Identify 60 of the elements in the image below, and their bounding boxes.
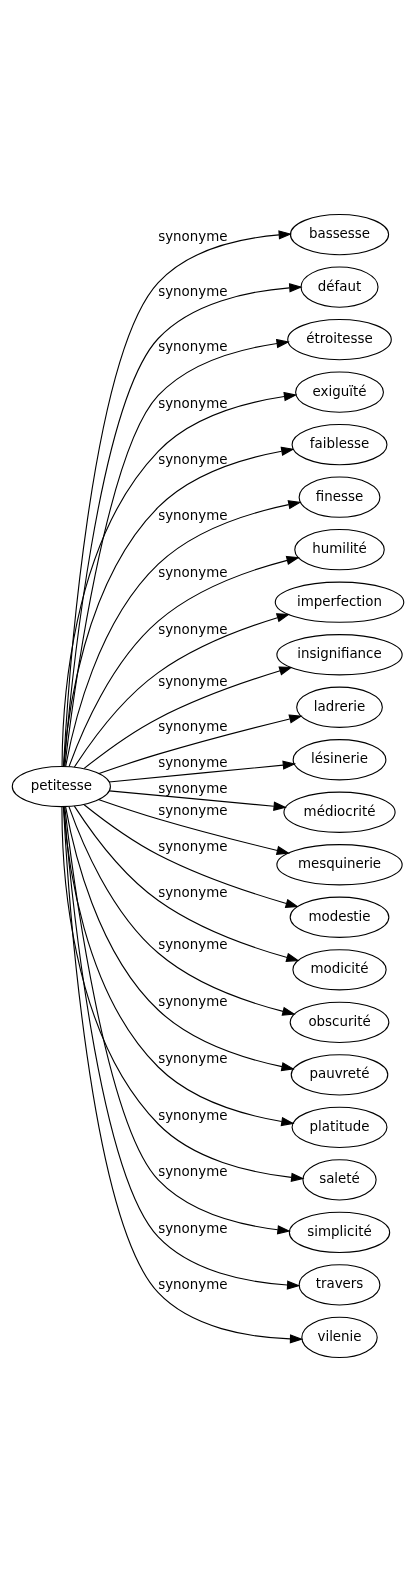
arrow <box>64 338 290 767</box>
node-ellipse: ladrerie <box>296 686 383 728</box>
node-ellipse: étroitesse <box>287 318 392 360</box>
node-ellipse: finesse <box>298 476 381 518</box>
arrow <box>64 805 291 1234</box>
node-ellipse: obscurité <box>289 1001 390 1043</box>
node-ellipse: platitude <box>291 1106 388 1148</box>
node-ellipse: modestie <box>289 896 390 938</box>
edge-label: synonyme <box>158 451 228 467</box>
arrow <box>65 499 302 767</box>
edge-label: synonyme <box>158 564 228 580</box>
node-ellipse: modicité <box>292 948 387 990</box>
arrow <box>108 759 297 783</box>
node-ellipse: saleté <box>302 1158 377 1201</box>
edge-label: synonyme <box>158 838 228 854</box>
node-ellipse: faiblesse <box>291 423 388 465</box>
arrow <box>61 805 305 1182</box>
node-ellipse: médiocrité <box>283 791 396 833</box>
node-ellipse: lésinerie <box>292 738 387 780</box>
edge-label: synonyme <box>158 1050 228 1066</box>
arrow <box>65 805 295 1071</box>
edge-label: synonyme <box>158 1276 228 1292</box>
edge-label: synonyme <box>158 228 228 244</box>
edge-label: synonyme <box>158 673 228 689</box>
edge-label: synonyme <box>158 507 228 523</box>
edge-label: synonyme <box>158 621 228 637</box>
arrow <box>73 805 300 962</box>
node-ellipse: défaut <box>300 265 379 308</box>
arrow <box>83 803 299 908</box>
node-ellipse: simplicité <box>288 1211 391 1253</box>
node-ellipse: bassesse <box>289 213 390 255</box>
arrow <box>68 805 296 1016</box>
arrow <box>62 805 295 1126</box>
edge-label: synonyme <box>158 993 228 1009</box>
arrow <box>98 713 303 774</box>
edge-label: synonyme <box>158 338 228 354</box>
arrow <box>98 798 291 855</box>
edge-label: synonyme <box>158 884 228 900</box>
edge-label: synonyme <box>158 1107 228 1123</box>
node-ellipse: humilité <box>294 528 385 570</box>
arrow <box>68 555 300 767</box>
arrow <box>108 789 287 811</box>
edge-label: synonyme <box>158 395 228 411</box>
edge-label: synonyme <box>158 718 228 734</box>
node-ellipse: petitesse <box>11 765 111 807</box>
edge-label: synonyme <box>158 754 228 770</box>
arrow <box>61 391 298 767</box>
edge-label: synonyme <box>158 780 228 796</box>
arrow <box>73 612 291 768</box>
edge-label: synonyme <box>158 1163 228 1179</box>
node-ellipse: travers <box>298 1263 381 1306</box>
edge-label: synonyme <box>158 283 228 299</box>
arrow <box>83 665 293 769</box>
edge-label: synonyme <box>158 936 228 952</box>
node-ellipse: pauvreté <box>290 1053 389 1095</box>
node-ellipse: exiguïté <box>295 370 384 413</box>
arrow <box>63 446 295 767</box>
node-ellipse: vilenie <box>301 1316 378 1358</box>
edge-label: synonyme <box>158 802 228 818</box>
edge-label: synonyme <box>158 1220 228 1236</box>
